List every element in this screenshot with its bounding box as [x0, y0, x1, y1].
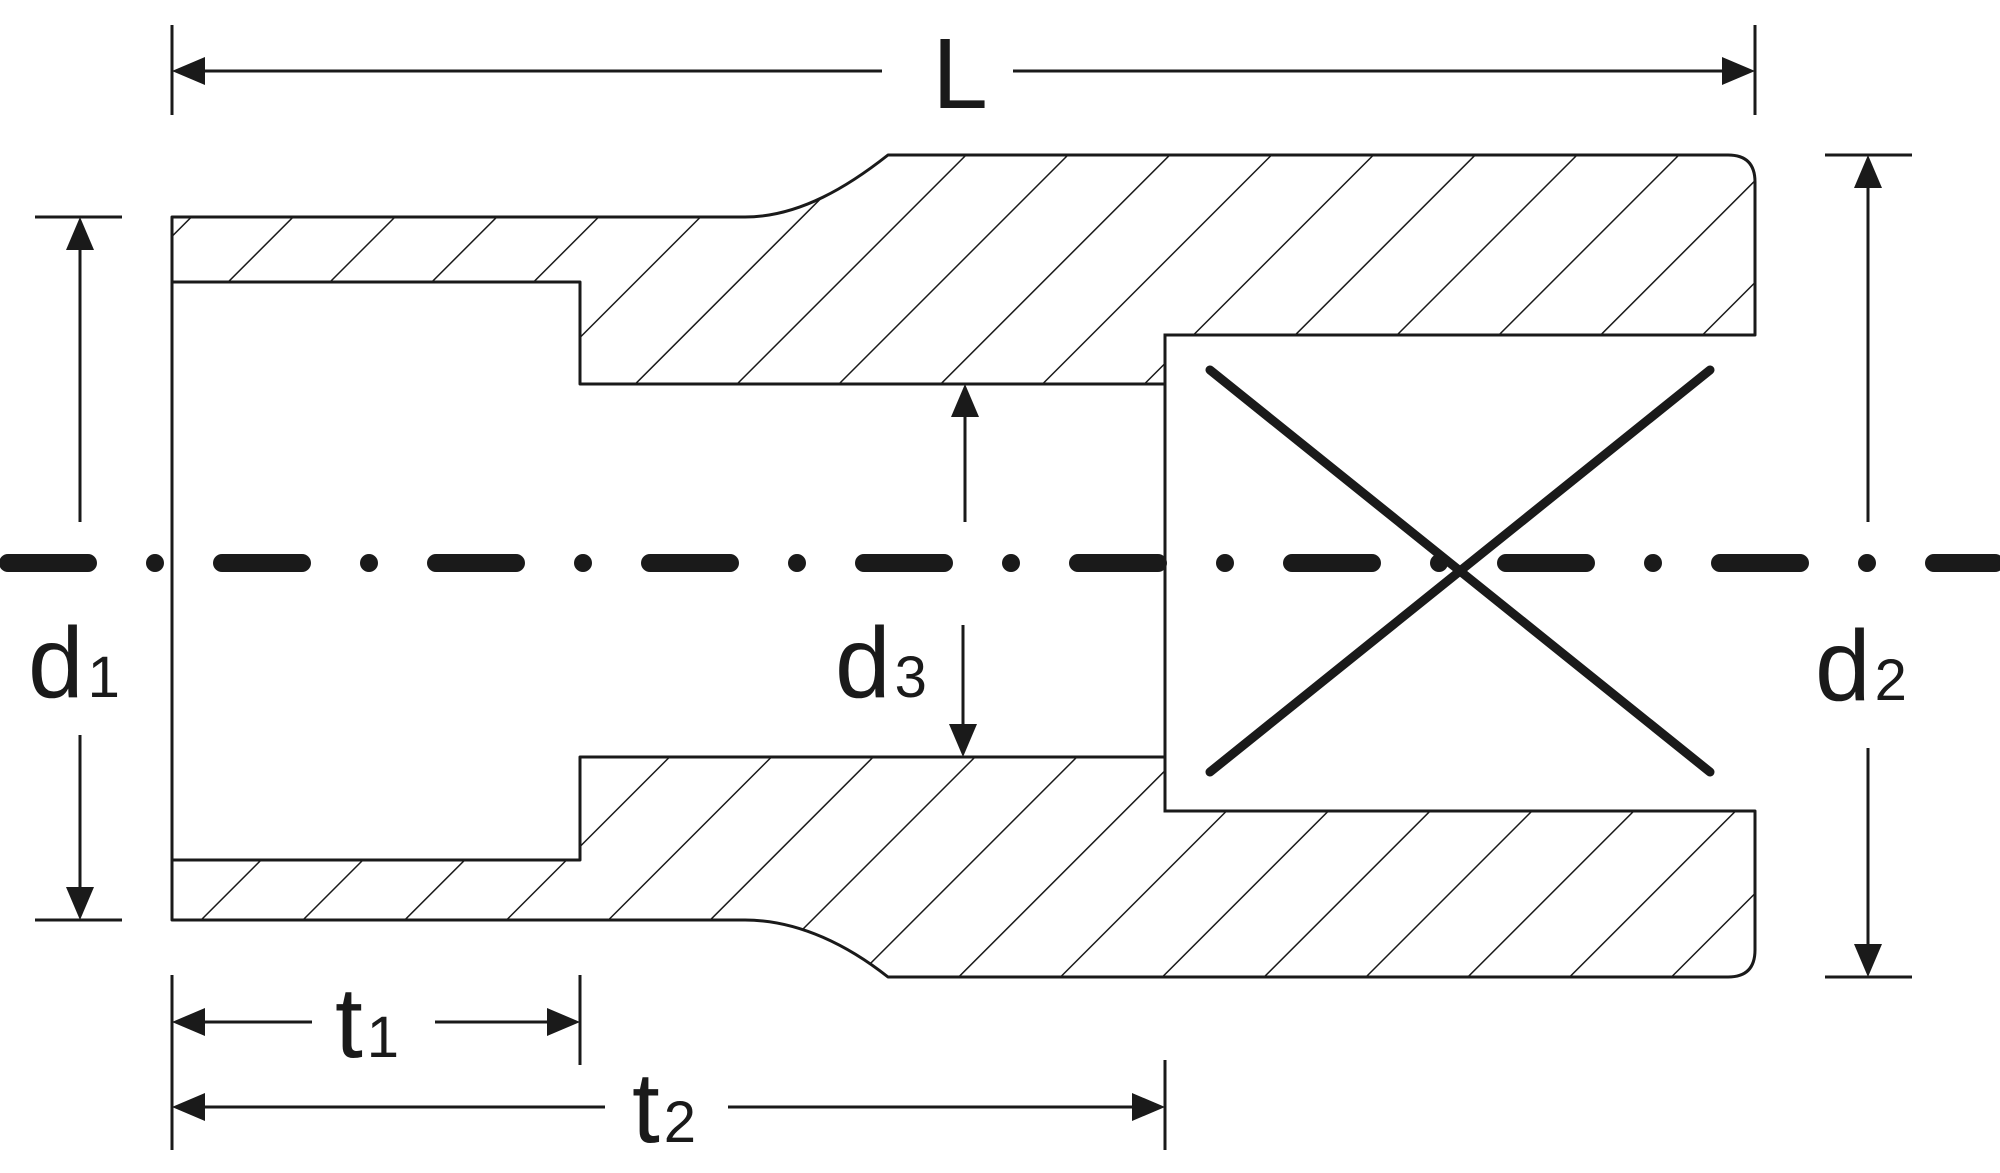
arrow-head — [951, 384, 979, 417]
label-t2: t2 — [632, 1052, 696, 1164]
dimension-t2 — [172, 1060, 1167, 1150]
label-t1: t1 — [335, 967, 399, 1079]
inner-outlines — [170, 282, 1755, 860]
arrow-head — [172, 1093, 205, 1121]
arrow-head — [1132, 1093, 1165, 1121]
arrow-head — [66, 217, 94, 250]
arrow-head — [547, 1008, 580, 1036]
dimension-t1 — [170, 975, 582, 1150]
dimension-d2 — [1825, 153, 1912, 979]
arrow-head — [172, 1008, 205, 1036]
top-wall-section — [170, 153, 1757, 386]
arrow-head — [172, 57, 205, 85]
label-d2: d2 — [1815, 610, 1907, 722]
square-drive-recess — [1163, 333, 1755, 813]
arrow-head — [66, 887, 94, 920]
dimension-d3 — [949, 384, 979, 757]
label-L: L — [932, 18, 988, 130]
square-drive-x-mark — [1205, 365, 1715, 777]
arrow-head — [1722, 57, 1755, 85]
dimension-d1 — [35, 215, 122, 922]
arrow-head — [1854, 155, 1882, 188]
label-d3: d3 — [835, 607, 927, 719]
bottom-wall-section — [170, 755, 1757, 979]
dimension-L — [170, 25, 1757, 115]
arrow-head — [949, 724, 977, 757]
label-d1: d1 — [28, 607, 120, 719]
arrow-head — [1854, 944, 1882, 977]
